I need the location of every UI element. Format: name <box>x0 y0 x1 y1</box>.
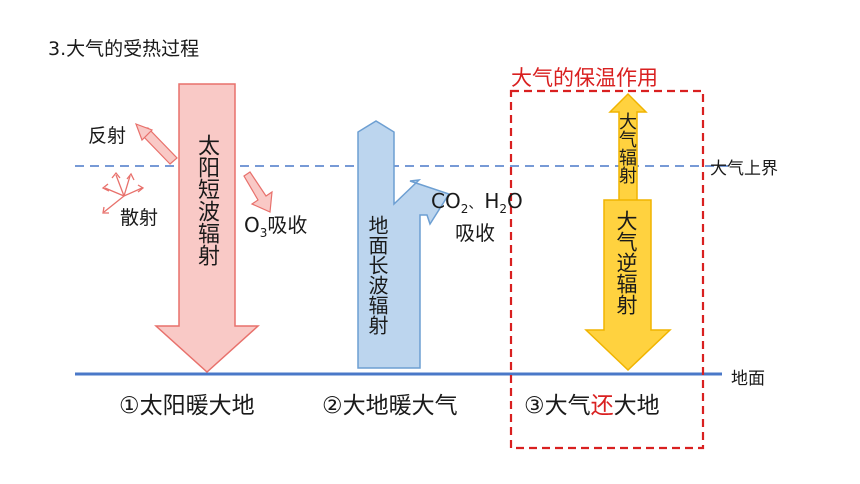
atmosphere-radiation-label: 大气辐射 <box>616 112 637 184</box>
caption-sun-warms-ground: ①太阳暖大地 <box>119 393 255 419</box>
separator: 、 <box>468 196 483 212</box>
absorb-label: 吸收 <box>455 221 495 245</box>
atmosphere-radiation-arrow <box>608 92 648 207</box>
counter-radiation-arrow <box>584 199 672 372</box>
co2-h2o-label: CO2、H2O <box>431 189 523 216</box>
caption3-part1: ③大气 <box>524 393 591 419</box>
scatter-label: 散射 <box>120 207 159 229</box>
h2o-h: H <box>484 189 500 213</box>
ground-radiation-arrow <box>357 120 451 369</box>
reflect-label: 反射 <box>88 125 127 147</box>
greenhouse-box <box>509 89 705 450</box>
ozone-absorb-label: O3吸收 <box>244 209 307 240</box>
ground-radiation-label: 地面长波辐射 <box>365 215 389 335</box>
solar-radiation-label: 太阳短波辐射 <box>194 134 219 266</box>
caption-air-returns-heat: ③大气还大地 <box>524 386 660 420</box>
ozone-sub: 3 <box>259 226 268 240</box>
reflect-arrow-head <box>134 122 154 142</box>
counter-radiation-label: 大气逆辐射 <box>614 210 638 315</box>
section-heading: 3.大气的受热过程 <box>48 38 200 60</box>
ozone-absorb-text: 吸收 <box>267 213 308 237</box>
caption3-part2: 大地 <box>613 393 660 419</box>
box-title: 大气的保温作用 <box>511 66 658 90</box>
ground-label: 地面 <box>731 369 765 389</box>
solar-radiation-arrow <box>154 83 260 374</box>
ozone-o: O <box>244 213 260 237</box>
co2-text: CO <box>431 189 461 213</box>
ozone-absorb-arrow <box>243 171 273 213</box>
h2o-sub: 2 <box>499 202 508 216</box>
h2o-o: O <box>507 189 523 213</box>
caption3-highlight: 还 <box>590 393 614 419</box>
co2-sub: 2 <box>460 202 469 216</box>
scatter-arrows <box>101 171 145 214</box>
boundary-label: 大气上界 <box>710 159 778 179</box>
caption-ground-warms-air: ②大地暖大气 <box>322 393 458 419</box>
